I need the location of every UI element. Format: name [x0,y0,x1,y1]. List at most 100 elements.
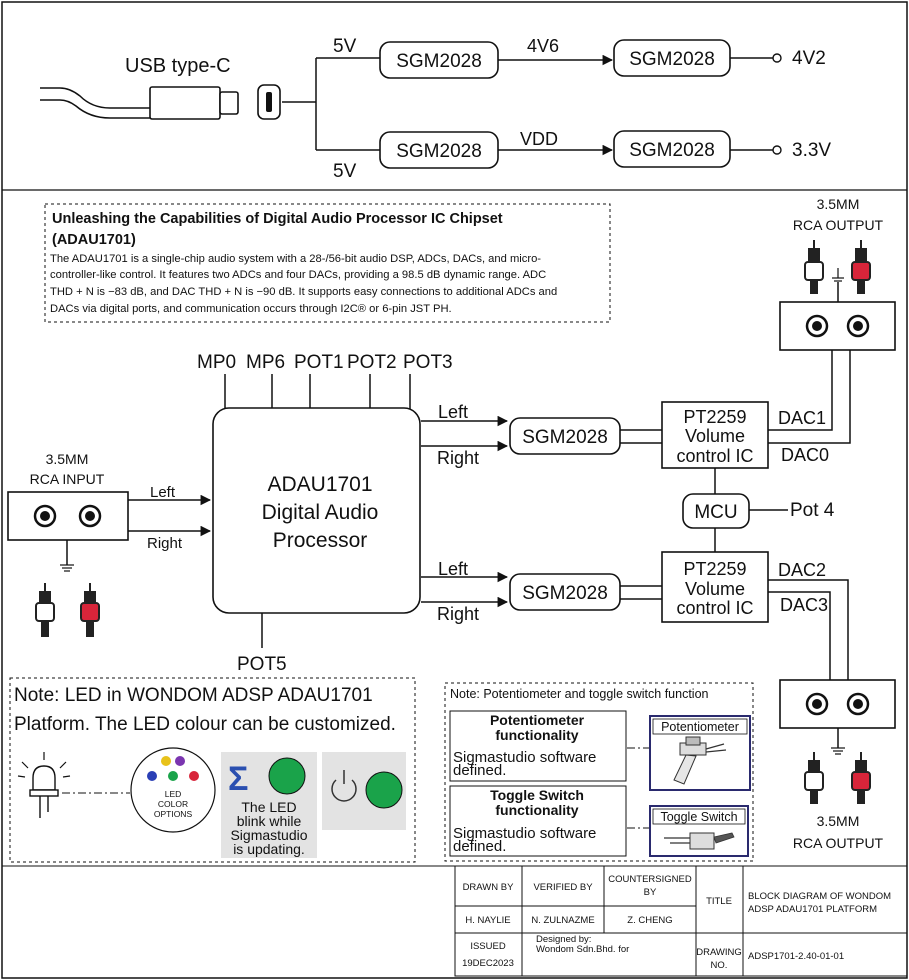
usb-label: USB type-C [125,55,231,77]
tb-designed-by-line2: Wondom Sdn.Bhd. for [536,944,629,955]
wire-dac-upper [768,350,851,444]
rca-input-line1: 3.5MM [46,451,89,467]
pot-text1: Sigmastudio software [453,749,596,766]
led-green-indicator [268,757,306,795]
dac1-label: DAC1 [778,408,826,428]
regulator-d-label: SGM2028 [629,140,715,161]
usb-c-cable-icon [40,86,239,120]
pin-wires-top [224,374,411,410]
toggle-switch-image-label-box [652,808,746,825]
ground-symbol-icon [832,268,844,282]
led-options-line3: OPTIONS [154,809,193,819]
tb-drawing-heading1: DRAWING [696,947,742,958]
rail-4v6-label: 4V6 [527,36,559,56]
tb-countersigned-heading1: COUNTERSIGNED [608,874,692,885]
potentiometer-image-label-box [652,718,748,735]
info-body-line: controller-like control. It features two… [50,269,546,281]
led-options-line1: LED [165,789,182,799]
switch-heading2: functionality [495,802,578,818]
pot4-label: Pot 4 [790,500,835,521]
tb-drawn-by-heading: DRAWN BY [463,882,515,893]
rca-input-line2: RCA INPUT [30,471,105,487]
rca-plug-white-icon [804,240,824,294]
rca-plug-red-icon [851,752,871,804]
blink-line1: The LED [241,799,296,815]
regulator-sgm2028-d [613,130,731,168]
pin-mp6: MP6 [246,352,285,373]
rca-output-top-line2: RCA OUTPUT [793,217,884,233]
input-left-label: Left [150,484,176,501]
info-body-line: THD + N is −83 dB, and DAC THD + N is −9… [50,286,557,298]
tb-countersigned-heading2: BY [644,887,657,898]
ground-symbol-icon [831,747,845,755]
dac2-label: DAC2 [778,560,826,580]
led-green-indicator [365,771,403,809]
rca-output-bottom-line2: RCA OUTPUT [793,835,884,851]
amp-sgm2028-lower [509,573,621,611]
toggle-switch-icon [664,832,735,850]
jack-icon [805,692,829,716]
tb-issued-value: 19DEC2023 [462,958,514,969]
jack-icon [805,314,829,338]
ground-symbol-icon [60,564,74,572]
color-dot-green [168,771,178,781]
jack-icon [78,504,102,528]
dac3-label: DAC3 [780,595,828,615]
tb-issued-heading: ISSUED [470,941,506,952]
out-3v3-label: 3.3V [792,140,831,161]
pot-function-box [449,710,627,782]
dac0-label: DAC0 [781,445,829,465]
color-dot-purple [175,756,185,766]
title-block [454,865,908,977]
vol-lower-line1: PT2259 [683,559,746,579]
mcu-block [682,493,750,529]
amp-lower-label: SGM2028 [522,583,608,604]
pot-heading1: Potentiometer [490,712,585,728]
switch-text1: Sigmastudio software [453,825,596,842]
vol-lower-line3: control IC [676,598,753,618]
tb-verified-by-heading: VERIFIED BY [533,882,593,893]
tb-drawing-heading2: NO. [711,960,728,971]
vol-upper-line3: control IC [676,446,753,466]
rca-output-top-line1: 3.5MM [817,196,860,212]
tb-title-heading: TITLE [706,896,732,907]
tb-countersigned-value: Z. CHENG [627,915,672,926]
regulator-b-label: SGM2028 [396,141,482,162]
rca-output-bottom-jack-box [779,679,896,729]
info-body-line: The ADAU1701 is a single-chip audio syst… [50,253,541,265]
input-right-label: Right [147,535,183,552]
volume-ic-pt2259-lower [661,551,769,623]
pot-text2: defined. [453,762,506,779]
terminal-3v3 [772,145,782,155]
label-5v-top: 5V [333,36,357,57]
jack-icon [846,314,870,338]
rca-output-top-jack-box [779,301,896,351]
pin-pot1: POT1 [294,352,344,373]
jack-icon [846,692,870,716]
pin-mp0: MP0 [197,352,236,373]
jack-icon [33,504,57,528]
pin-pot5: POT5 [237,654,287,675]
pin-pot3: POT3 [403,352,453,373]
dsp-adau1701-block [212,407,421,614]
tb-title-line1: BLOCK DIAGRAM OF WONDOM [748,891,891,902]
tb-title-line2: ADSP ADAU1701 PLATFORM [748,904,877,915]
sigma-logo-icon: Σ [228,760,248,798]
wire-dac-lower [768,579,849,680]
rca-input-jack-box [7,491,129,541]
mcu-label: MCU [694,502,737,523]
wire-amp-to-vol-lower [620,585,662,600]
rca-plug-red-icon [851,240,871,294]
wire-amp-to-vol-upper [620,429,662,444]
dsp-line3: Processor [273,529,368,552]
led-color-options-circle [130,747,216,833]
led-note-line2: Platform. The LED colour can be customiz… [14,714,396,735]
dsp-line2: Digital Audio [262,501,379,524]
regulator-a-label: SGM2028 [396,51,482,72]
led-note-line1: Note: LED in WONDOM ADSP ADAU1701 [14,685,373,706]
toggle-switch-image-label: Toggle Switch [660,810,737,824]
usb-c-port-icon [257,84,281,120]
info-box [44,203,611,323]
